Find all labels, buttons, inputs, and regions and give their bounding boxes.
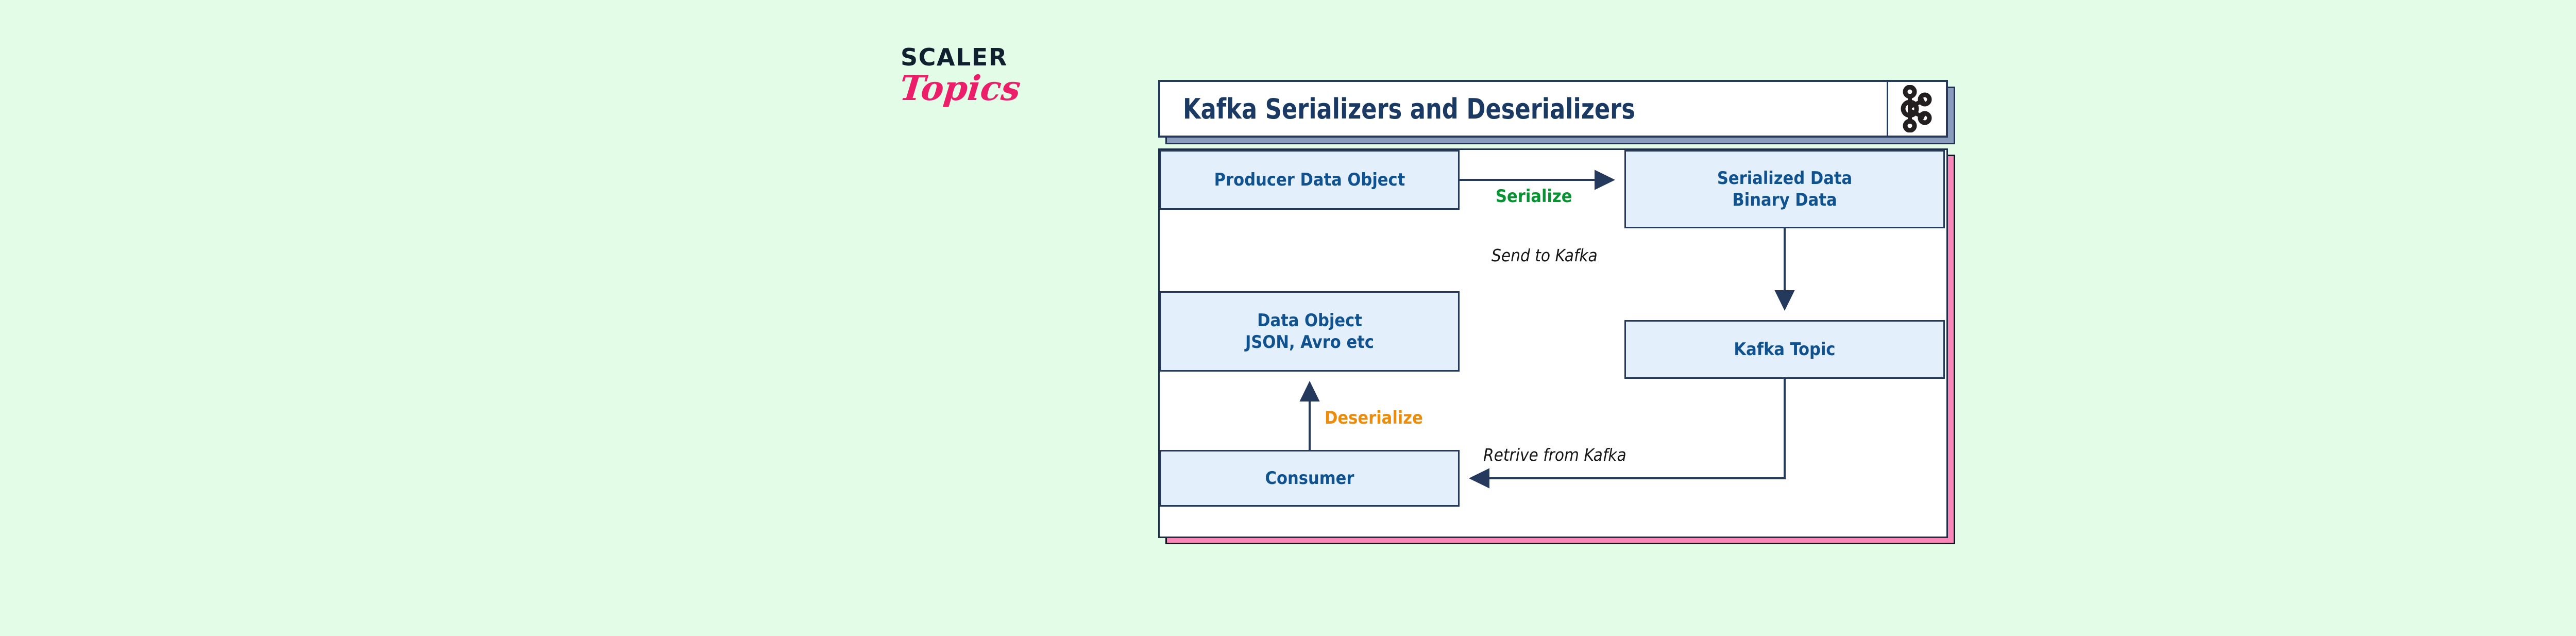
kafka-logo-icon xyxy=(1901,85,1932,132)
node-producer-data-object[interactable]: Producer Data Object xyxy=(1160,150,1460,210)
node-label: Serialized Data xyxy=(1717,168,1853,189)
title-card-text-cell: Kafka Serializers and Deserializers xyxy=(1160,82,1888,136)
node-kafka-topic[interactable]: Kafka Topic xyxy=(1624,320,1945,379)
edge-label-deserialize: Deserialize xyxy=(1325,408,1423,428)
node-data-object[interactable]: Data Object JSON, Avro etc xyxy=(1160,291,1460,372)
node-label: Producer Data Object xyxy=(1214,169,1405,190)
node-label: Consumer xyxy=(1265,467,1354,489)
edge-retrieve-from-kafka-line xyxy=(1469,379,1786,489)
diagram-connectors xyxy=(1299,170,1795,489)
edge-label-retrieve-from-kafka: Retrive from Kafka xyxy=(1483,445,1626,465)
diagram-frame: Producer Data Object Serialized Data Bin… xyxy=(1158,148,1948,538)
node-label: Data Object xyxy=(1257,310,1362,331)
edge-label-serialize: Serialize xyxy=(1496,186,1572,207)
node-consumer[interactable]: Consumer xyxy=(1160,450,1460,507)
title-card: Kafka Serializers and Deserializers xyxy=(1158,80,1948,138)
brand-wordmark: SCALER xyxy=(901,43,1008,71)
title-card-icon-cell xyxy=(1888,82,1946,136)
edge-label-send-to-kafka: Send to Kafka xyxy=(1492,245,1598,265)
node-serialized-data[interactable]: Serialized Data Binary Data xyxy=(1624,150,1945,228)
scaler-topics-logo: SCALER Topics xyxy=(897,43,1055,138)
page-title: Kafka Serializers and Deserializers xyxy=(1183,92,1635,125)
node-label-secondary: Binary Data xyxy=(1732,190,1837,210)
node-label: Kafka Topic xyxy=(1734,339,1836,360)
node-label-secondary: JSON, Avro etc xyxy=(1245,332,1374,353)
brand-script: Topics xyxy=(897,68,1023,108)
